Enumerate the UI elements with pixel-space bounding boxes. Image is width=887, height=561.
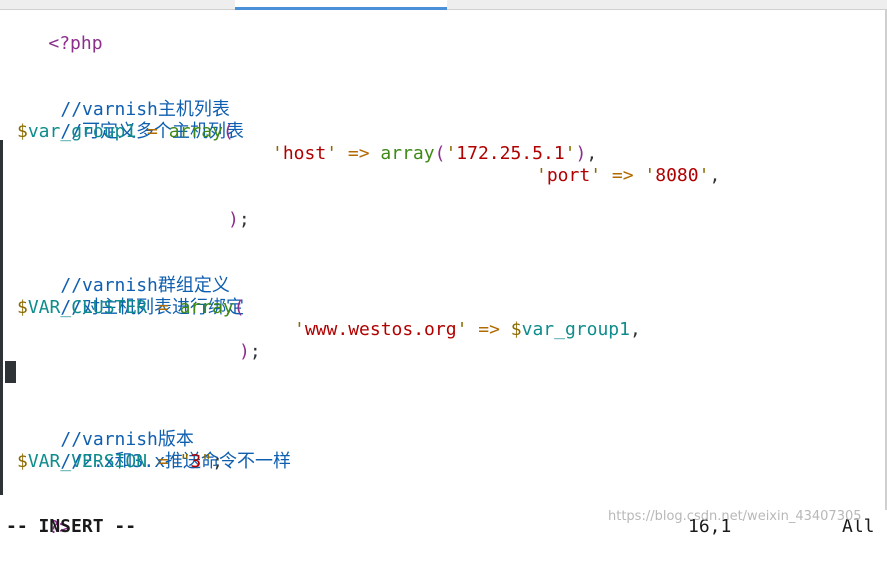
php-close-tag: ?>	[48, 517, 71, 538]
string-literal: host	[282, 143, 327, 164]
window-top-bar	[0, 0, 887, 10]
quote: '	[590, 165, 602, 186]
comment-text: //可定义多个主机列表	[60, 121, 245, 142]
code-line-close-1: );	[228, 209, 250, 231]
dollar-sign: $	[17, 451, 28, 472]
dollar-sign: $	[17, 297, 28, 318]
operator: =	[136, 121, 169, 142]
code-line-host: 'host' => array('172.25.5.1'),	[272, 143, 597, 165]
string-literal: www.westos.org	[304, 319, 457, 340]
code-line-cluster-entry: 'www.westos.org' => $var_group1,	[294, 319, 641, 341]
cursor-position: 16,1	[688, 516, 732, 537]
code-line-comment-1: //varnish主机列表	[17, 77, 230, 120]
punctuation: ,	[629, 319, 641, 340]
status-bar: -- INSERT -- 16,1 All	[0, 516, 887, 538]
quote: '	[698, 165, 710, 186]
php-open-tag: <?php	[48, 33, 103, 54]
code-line-comment-4: //对主机列表进行绑定	[17, 275, 244, 318]
quote: '	[564, 143, 576, 164]
comment-text: //varnish版本	[60, 429, 194, 450]
function-name: array	[168, 121, 223, 142]
quote: '	[536, 165, 547, 186]
comment-text: //varnish群组定义	[60, 275, 230, 296]
function-name: array	[380, 143, 435, 164]
dollar-sign: $	[510, 319, 522, 340]
variable-name: VAR_CLUSTER	[27, 297, 148, 318]
quote: '	[445, 143, 457, 164]
code-line-close-2: );	[239, 341, 261, 363]
dollar-sign: $	[17, 121, 28, 142]
punctuation: ;	[249, 341, 261, 362]
comment-text: //2.x和3.x推送命令不一样	[60, 451, 292, 472]
insert-mode-indicator: -- INSERT --	[6, 516, 137, 537]
punctuation: ,	[709, 165, 721, 186]
function-name: array	[179, 297, 234, 318]
code-line-comment-6: //2.x和3.x推送命令不一样	[17, 429, 291, 472]
punctuation: ;	[238, 209, 250, 230]
code-line-port: 'port' => '8080',	[536, 165, 720, 187]
operator: =	[147, 451, 180, 472]
comment-text: //对主机列表进行绑定	[60, 297, 245, 318]
string-literal: 8080	[655, 165, 699, 186]
code-line-comment-3: //varnish群组定义	[17, 253, 230, 296]
comment-text: //varnish主机列表	[60, 99, 230, 120]
left-margin-bar	[0, 140, 3, 495]
quote: '	[294, 319, 305, 340]
paren: )	[239, 341, 250, 362]
code-line-php-close: ?>	[5, 495, 70, 538]
scroll-position: All	[842, 516, 875, 537]
code-line-var-cluster: $VAR_CLUSTER = array(	[17, 297, 245, 319]
punctuation: ,	[586, 143, 598, 164]
operator: =>	[467, 319, 511, 340]
code-line-comment-5: //varnish版本	[17, 407, 194, 450]
code-line-comment-2: //可定义多个主机列表	[17, 99, 244, 142]
quote: '	[644, 165, 656, 186]
paren: (	[222, 121, 234, 142]
string-literal: 3	[190, 451, 202, 472]
paren: )	[575, 143, 587, 164]
variable-name: var_group1	[521, 319, 630, 340]
code-line-var-version: $VAR_VERSION = "3";	[17, 451, 223, 473]
quote: "	[201, 451, 213, 472]
string-literal: 172.25.5.1	[456, 143, 565, 164]
variable-name: VAR_VERSION	[27, 451, 148, 472]
variable-name: var_group1	[27, 121, 137, 142]
quote: "	[179, 451, 191, 472]
paren: )	[228, 209, 239, 230]
text-cursor	[5, 361, 16, 383]
active-tab-indicator[interactable]	[235, 0, 447, 10]
code-line-1: <?php	[5, 11, 102, 54]
punctuation: ;	[212, 451, 223, 472]
quote: '	[326, 143, 338, 164]
string-literal: port	[546, 165, 591, 186]
code-line-var-group: $var_group1 = array(	[17, 121, 234, 143]
quote: '	[272, 143, 283, 164]
paren: (	[233, 297, 245, 318]
operator: =	[147, 297, 180, 318]
quote: '	[456, 319, 468, 340]
watermark: https://blog.csdn.net/weixin_43407305	[608, 509, 862, 524]
vertical-scrollbar[interactable]	[885, 10, 887, 510]
operator: =>	[601, 165, 645, 186]
operator: =>	[337, 143, 381, 164]
paren: (	[434, 143, 446, 164]
